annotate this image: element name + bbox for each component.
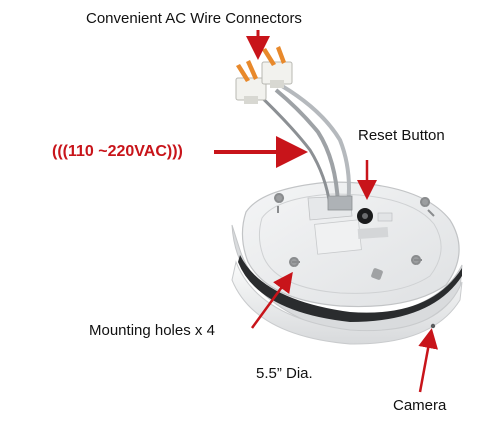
annotation-arrows — [214, 30, 439, 393]
device-housing — [231, 224, 463, 345]
reset-button-visual — [357, 208, 393, 240]
diameter-label: 5.5” Dia. — [256, 365, 313, 382]
mounting-plate — [241, 181, 460, 308]
arrow-camera — [418, 328, 439, 393]
arrow-mounting — [250, 271, 293, 329]
mounting-hole — [289, 257, 300, 267]
mounting-hole — [420, 197, 435, 217]
camera-lens — [430, 323, 436, 329]
camera-label: Camera — [393, 397, 447, 414]
mounting-holes-label: Mounting holes x 4 — [89, 322, 215, 339]
mounting-holes — [274, 193, 435, 280]
wire-connectors — [235, 46, 293, 104]
mounting-hole — [411, 255, 422, 265]
ac-wires — [252, 84, 353, 211]
reset-button-label: Reset Button — [358, 127, 445, 144]
connectors-label: Convenient AC Wire Connectors — [86, 10, 302, 27]
mounting-hole — [274, 193, 285, 213]
voltage-label: (((110 ~220VAC))) — [52, 143, 183, 160]
